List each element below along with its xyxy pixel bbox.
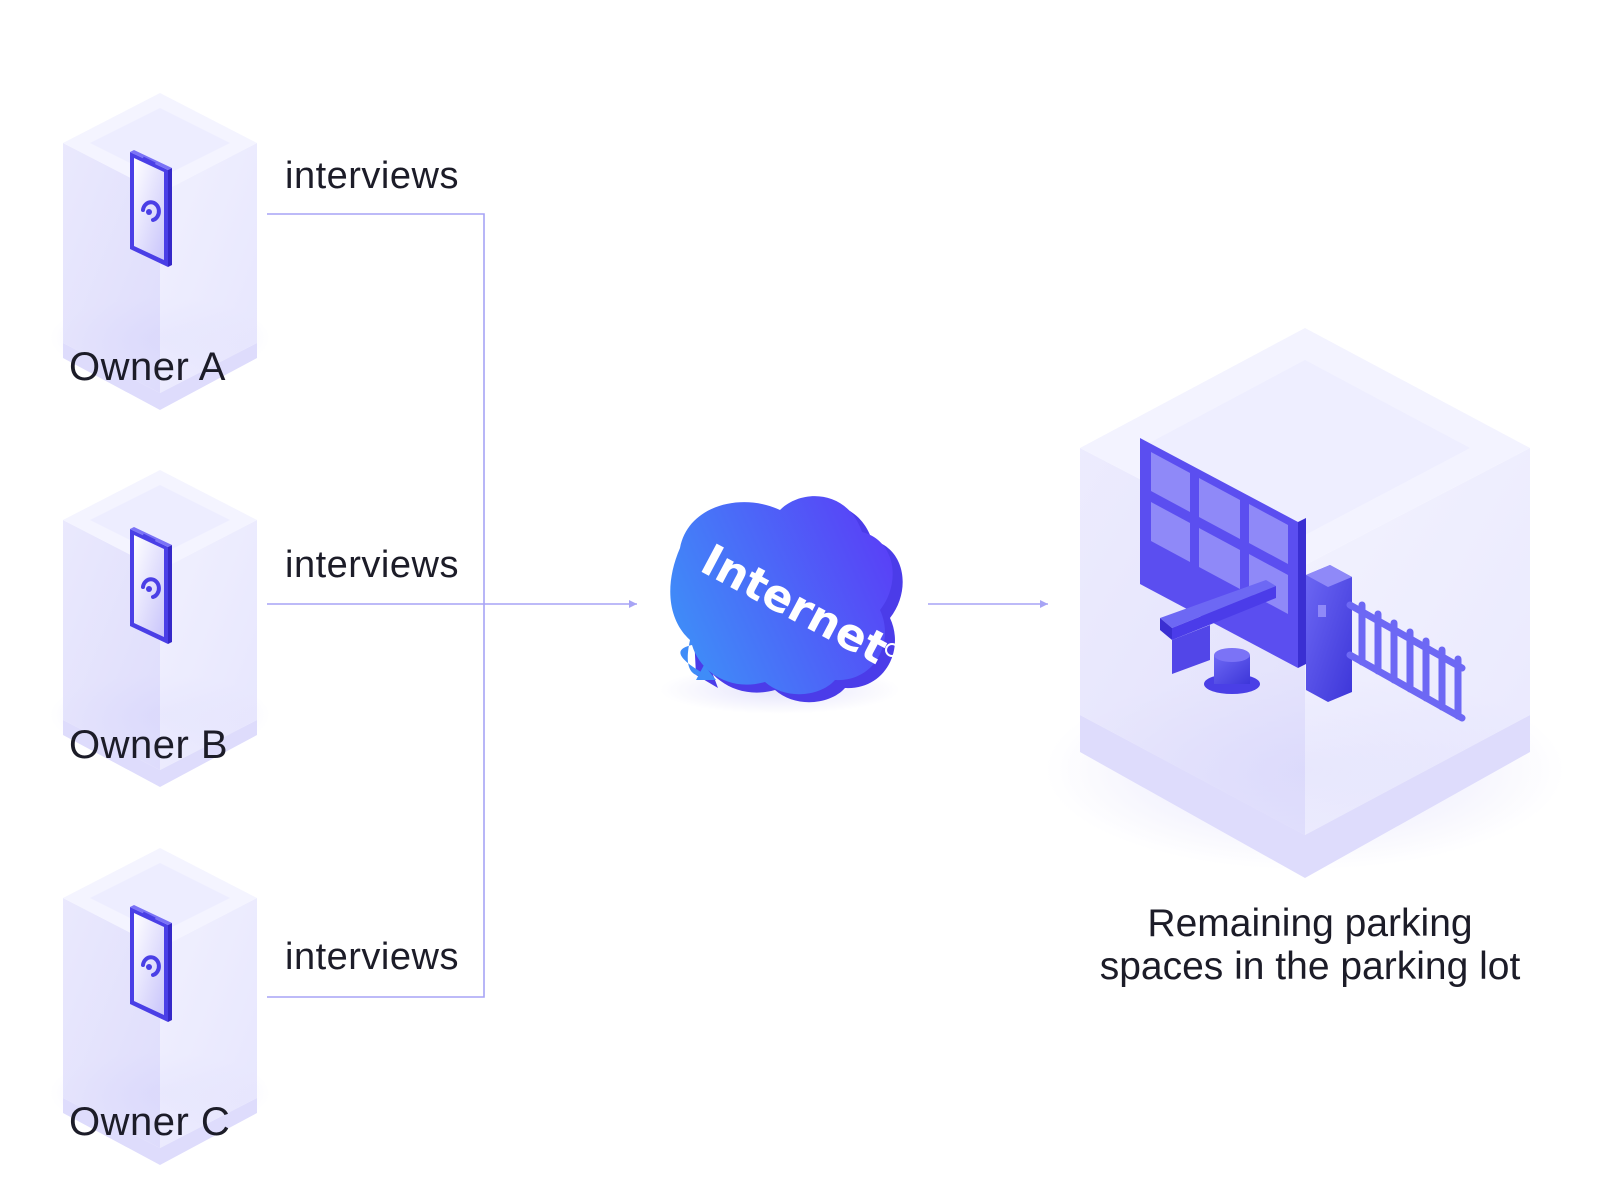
smartphone-icon — [128, 525, 174, 646]
caption-line-2: spaces in the parking lot — [1099, 945, 1521, 988]
caption-line-1: Remaining parking — [1147, 902, 1473, 945]
connector-owner-c — [267, 604, 485, 998]
parking-gate-icon — [1140, 438, 1466, 722]
smartphone-icon — [128, 148, 174, 269]
parking-lot-caption: Remaining parking spaces in the parking … — [1040, 902, 1580, 988]
edge-label-owner-a: interviews — [285, 155, 459, 197]
smartphone-icon — [128, 903, 174, 1024]
owner-c-label: Owner C — [69, 1100, 231, 1144]
edge-label-owner-b: interviews — [285, 544, 459, 586]
parking-lot-node — [1045, 328, 1565, 878]
connectors — [267, 213, 1048, 998]
edge-label-owner-c: interviews — [285, 936, 459, 978]
internet-cloud-icon — [660, 496, 903, 714]
owner-a-label: Owner A — [69, 345, 226, 389]
owner-b-label: Owner B — [69, 723, 229, 767]
connector-owner-a — [267, 213, 485, 604]
